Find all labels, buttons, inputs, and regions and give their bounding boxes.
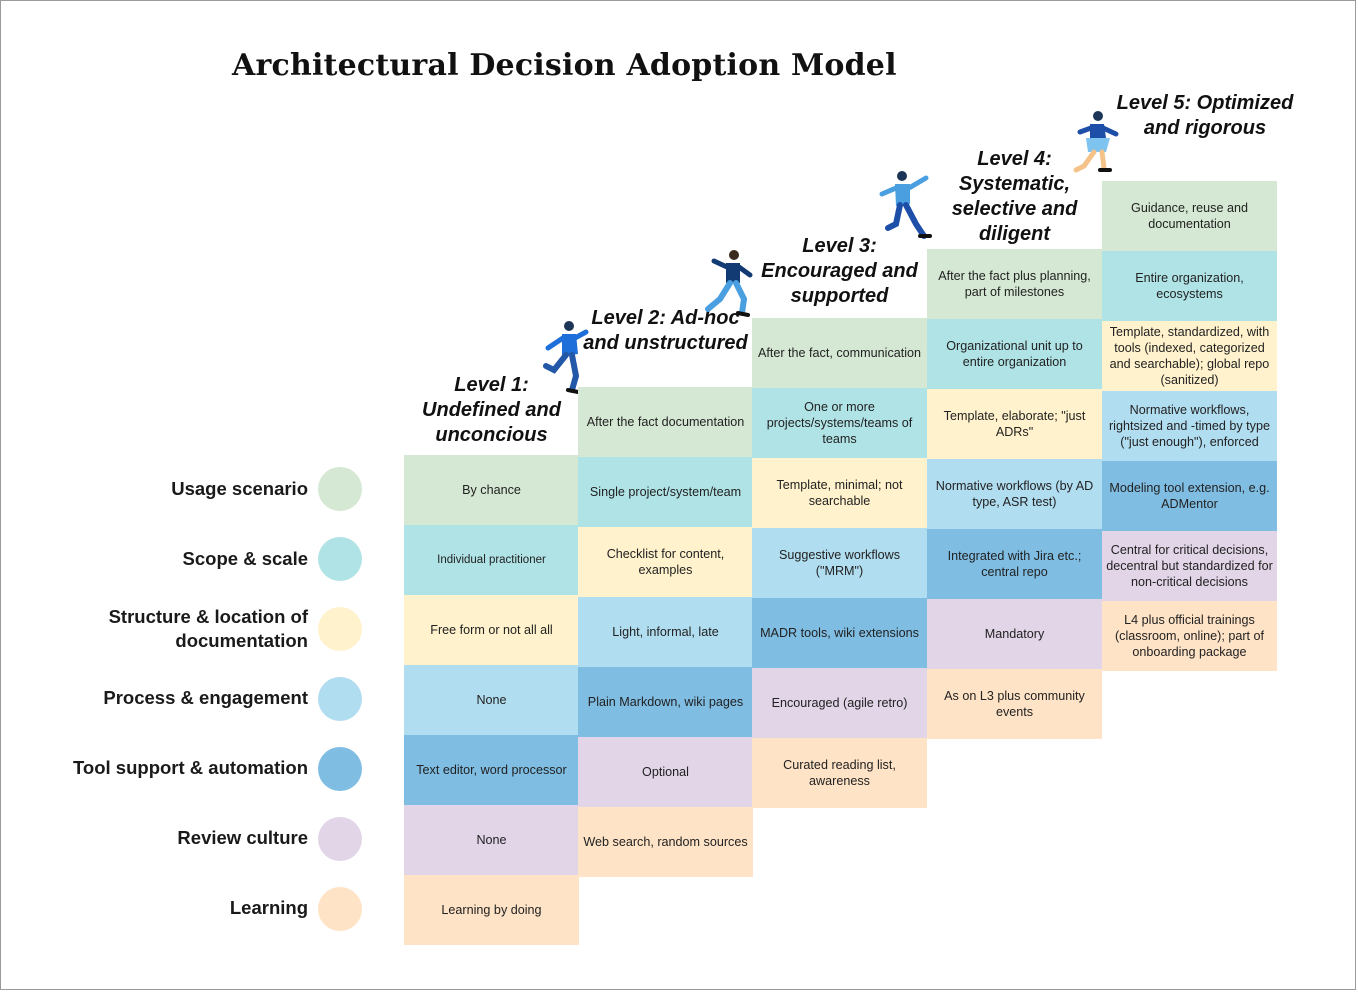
dimension-label-learning: Learning: [229, 897, 308, 918]
level-2-heading: Level 2: Ad-hoc and unstructured: [583, 307, 748, 354]
level-2-process-cell: Light, informal, late: [578, 597, 753, 667]
diagram-title: Architectural Decision Adoption Model: [232, 48, 897, 83]
level-3-learning-cell: Curated reading list, awareness: [752, 738, 927, 808]
level-1-usage-cell: By chance: [404, 455, 579, 525]
level-4-heading: Level 4: Systematic, selective and dilig…: [951, 148, 1078, 245]
level-4-review-cell: Mandatory: [927, 599, 1102, 669]
level-4-tool-cell: Integrated with Jira etc.; central repo: [927, 529, 1102, 599]
level-4-usage-cell: After the fact plus planning, part of mi…: [927, 249, 1102, 319]
level-1-scope-cell: Individual practitioner: [404, 525, 579, 595]
dimension-dot-tool: [318, 747, 362, 791]
level-3-process-cell: Suggestive workflows ("MRM"): [752, 528, 927, 598]
dimension-label-structure: Structure & location of documentation: [108, 606, 308, 651]
level-2-structure-cell: Checklist for content, examples: [578, 527, 753, 597]
dimension-label-review: Review culture: [177, 827, 308, 848]
dimension-label-process: Process & engagement: [103, 687, 308, 708]
level-5-tool-cell: Modeling tool extension, e.g. ADMentor: [1102, 461, 1277, 531]
dimension-dot-review: [318, 817, 362, 861]
level-5-learning-cell: L4 plus official trainings (classroom, o…: [1102, 601, 1277, 671]
level-3-structure-cell: Template, minimal; not searchable: [752, 458, 927, 528]
level-2-usage-cell: After the fact documentation: [578, 387, 753, 457]
level-5-review-cell: Central for critical decisions, decentra…: [1102, 531, 1277, 601]
climbing-person-level-2-icon: [705, 250, 753, 317]
dimension-dot-learning: [318, 887, 362, 931]
level-2-review-cell: Optional: [578, 737, 753, 807]
dimension-dot-process: [318, 677, 362, 721]
level-5-scope-cell: Entire organization, ecosystems: [1102, 251, 1277, 321]
level-4-scope-cell: Organizational unit up to entire organiz…: [927, 319, 1102, 389]
dimension-label-usage: Usage scenario: [171, 478, 308, 499]
dimension-label-tool: Tool support & automation: [73, 757, 308, 778]
dimension-dot-scope: [318, 537, 362, 581]
level-4-process-cell: Normative workflows (by AD type, ASR tes…: [927, 459, 1102, 529]
level-4-learning-cell: As on L3 plus community events: [927, 669, 1102, 739]
level-5-structure-cell: Template, standardized, with tools (inde…: [1102, 321, 1277, 391]
level-5-process-cell: Normative workflows, rightsized and -tim…: [1102, 391, 1277, 461]
level-1-review-cell: None: [404, 805, 579, 875]
level-1-process-cell: None: [404, 665, 579, 735]
level-3-usage-cell: After the fact, communication: [752, 318, 927, 388]
dimension-dot-usage: [318, 467, 362, 511]
level-4-structure-cell: Template, elaborate; "just ADRs": [927, 389, 1102, 459]
climbing-person-level-3-icon: [879, 171, 932, 239]
level-1-structure-cell: Free form or not all all: [404, 595, 579, 665]
level-1-heading: Level 1: Undefined and unconcious: [422, 374, 561, 446]
level-2-scope-cell: Single project/system/team: [578, 457, 753, 527]
level-5-usage-cell: Guidance, reuse and documentation: [1102, 181, 1277, 251]
level-3-heading: Level 3: Encouraged and supported: [761, 235, 918, 307]
level-1-learning-cell: Learning by doing: [404, 875, 579, 945]
level-3-tool-cell: MADR tools, wiki extensions: [752, 598, 927, 668]
level-1-tool-cell: Text editor, word processor: [404, 735, 579, 805]
dimension-dot-structure: [318, 607, 362, 651]
level-5-heading: Level 5: Optimized and rigorous: [1116, 92, 1294, 139]
climbing-person-level-4-icon: [1073, 111, 1119, 173]
level-2-tool-cell: Plain Markdown, wiki pages: [578, 667, 753, 737]
dimension-label-scope: Scope & scale: [182, 548, 308, 569]
level-3-review-cell: Encouraged (agile retro): [752, 668, 927, 738]
level-2-learning-cell: Web search, random sources: [578, 807, 753, 877]
level-3-scope-cell: One or more projects/systems/teams of te…: [752, 388, 927, 458]
climbing-person-level-1-icon: [543, 321, 589, 394]
